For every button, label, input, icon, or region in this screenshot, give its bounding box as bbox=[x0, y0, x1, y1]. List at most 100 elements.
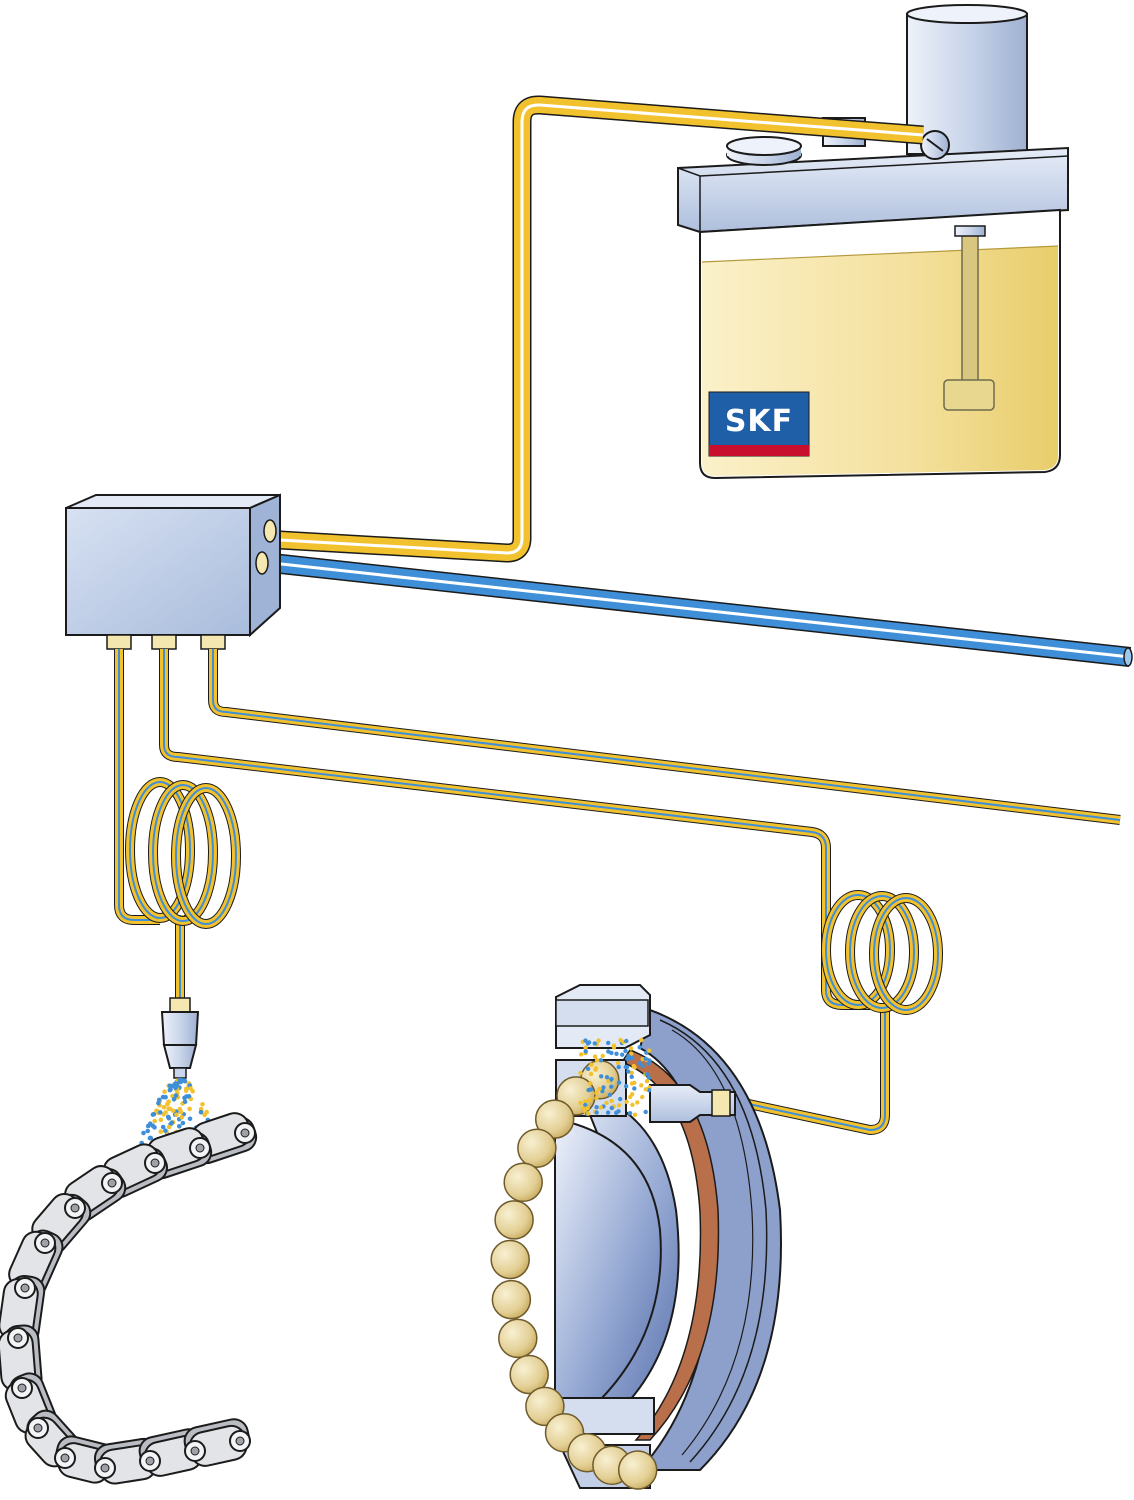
spray-dot bbox=[174, 1112, 179, 1118]
chain-pin-hole bbox=[17, 1383, 27, 1393]
spray-dot bbox=[639, 1037, 644, 1043]
chain-pin-hole bbox=[107, 1178, 117, 1188]
spray-dot bbox=[586, 1087, 591, 1093]
spray-dot bbox=[616, 1109, 621, 1114]
spray-dot bbox=[637, 1061, 643, 1066]
oil-air-line-2 bbox=[159, 649, 890, 1135]
spray-dot bbox=[605, 1110, 611, 1115]
mixing-block-icon bbox=[65, 493, 281, 650]
spray-dot bbox=[180, 1120, 186, 1126]
chain-pin-hole bbox=[70, 1203, 80, 1213]
spray-dot bbox=[583, 1049, 588, 1054]
spray-dot bbox=[599, 1074, 604, 1079]
pump-unit-icon: SKF bbox=[677, 4, 1069, 480]
spray-dot bbox=[616, 1064, 621, 1070]
spray-dot bbox=[640, 1063, 645, 1069]
spray-dot bbox=[609, 1098, 614, 1104]
spray-dot bbox=[609, 1105, 614, 1111]
spray-dot bbox=[200, 1102, 205, 1107]
spray-dot bbox=[151, 1111, 157, 1117]
spray-dot bbox=[643, 1056, 648, 1062]
spray-dot bbox=[158, 1117, 164, 1123]
spray-dot bbox=[156, 1097, 162, 1103]
spray-dot bbox=[647, 1058, 652, 1063]
spray-dot bbox=[158, 1129, 164, 1134]
spray-dot bbox=[587, 1098, 592, 1103]
spray-dot bbox=[171, 1097, 177, 1102]
spray-dot bbox=[629, 1070, 634, 1076]
spray-dot bbox=[167, 1106, 173, 1112]
chain-pin-hole bbox=[195, 1143, 205, 1153]
spray-dot bbox=[186, 1094, 192, 1099]
spray-dot bbox=[629, 1074, 634, 1080]
chain-pin-hole bbox=[33, 1423, 43, 1433]
chain-pin-hole bbox=[240, 1128, 250, 1138]
coil-chain bbox=[125, 777, 241, 929]
spray-dot bbox=[586, 1111, 591, 1116]
chain-pin-hole bbox=[13, 1333, 23, 1343]
spray-dot bbox=[632, 1086, 637, 1091]
spray-dot bbox=[601, 1085, 606, 1090]
spray-dot bbox=[643, 1109, 648, 1115]
spray-dot bbox=[606, 1079, 611, 1084]
spray-dot bbox=[594, 1096, 599, 1101]
spray-dot bbox=[578, 1070, 583, 1076]
spray-dot bbox=[586, 1040, 592, 1045]
spray-dot bbox=[177, 1124, 182, 1129]
bearing-ball bbox=[490, 1239, 530, 1280]
spray-dot bbox=[165, 1114, 171, 1120]
spray-dot bbox=[632, 1112, 638, 1118]
bearing-ball bbox=[503, 1162, 543, 1203]
spray-dot bbox=[163, 1128, 168, 1133]
spray-dot bbox=[609, 1076, 614, 1082]
spray-dot bbox=[147, 1121, 153, 1126]
spray-dot bbox=[637, 1045, 642, 1050]
spray-dot bbox=[182, 1099, 188, 1104]
spray-dot bbox=[179, 1115, 185, 1120]
spray-dot bbox=[624, 1099, 629, 1105]
chain-pin-hole bbox=[60, 1453, 70, 1463]
spray-dot bbox=[606, 1040, 611, 1046]
oil-supply-line bbox=[279, 95, 924, 563]
spray-dot bbox=[624, 1038, 629, 1044]
spray-dot bbox=[182, 1078, 188, 1084]
chain-pin-hole bbox=[100, 1463, 110, 1473]
chain-pin-hole bbox=[40, 1238, 50, 1248]
spray-dot bbox=[167, 1087, 173, 1093]
skf-logo: SKF bbox=[708, 391, 810, 457]
spray-dot bbox=[166, 1099, 171, 1104]
spray-dot bbox=[600, 1089, 605, 1094]
spray-dot bbox=[643, 1087, 648, 1092]
spray-dot bbox=[630, 1102, 635, 1108]
spray-dot bbox=[592, 1041, 597, 1046]
ball-bearing-icon bbox=[490, 984, 782, 1490]
spray-dot bbox=[624, 1084, 629, 1089]
spray-dot bbox=[615, 1060, 621, 1066]
spray-dot bbox=[204, 1109, 209, 1115]
spray-dot bbox=[646, 1088, 652, 1093]
spray-dot bbox=[639, 1083, 644, 1088]
spray-dot bbox=[618, 1037, 623, 1043]
spray-dot bbox=[596, 1087, 602, 1092]
spray-dot bbox=[604, 1100, 609, 1106]
spray-dot bbox=[618, 1096, 623, 1102]
spray-dot bbox=[609, 1084, 614, 1089]
spray-nozzle-icon bbox=[160, 997, 200, 1079]
spray-dot bbox=[592, 1054, 598, 1059]
spray-dot bbox=[578, 1100, 583, 1106]
spray-dot bbox=[630, 1092, 635, 1097]
spray-dot bbox=[631, 1063, 636, 1069]
spray-dot bbox=[152, 1118, 157, 1124]
spray-dot bbox=[160, 1124, 166, 1130]
spray-dot bbox=[623, 1064, 628, 1070]
spray-dot bbox=[190, 1088, 195, 1094]
spray-dot bbox=[635, 1100, 640, 1105]
spray-dot bbox=[626, 1069, 631, 1074]
spray-dot bbox=[585, 1066, 591, 1072]
spray-dot bbox=[583, 1099, 588, 1104]
spray-dot bbox=[145, 1128, 150, 1134]
chain-pin-hole bbox=[145, 1456, 155, 1466]
spray-dot bbox=[594, 1105, 599, 1110]
